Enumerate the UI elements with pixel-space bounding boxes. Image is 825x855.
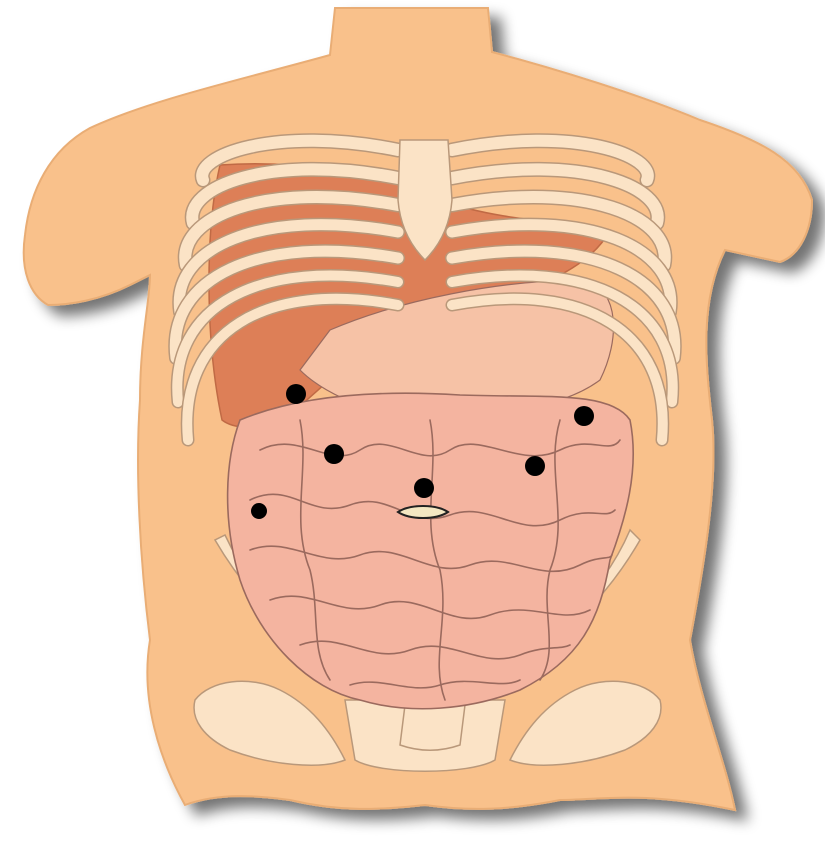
marker-4: [525, 456, 545, 476]
marker-2: [574, 406, 594, 426]
marker-5: [414, 478, 434, 498]
marker-3: [324, 444, 344, 464]
navel: [398, 506, 448, 518]
marker-6: [251, 503, 267, 519]
marker-1: [286, 384, 306, 404]
